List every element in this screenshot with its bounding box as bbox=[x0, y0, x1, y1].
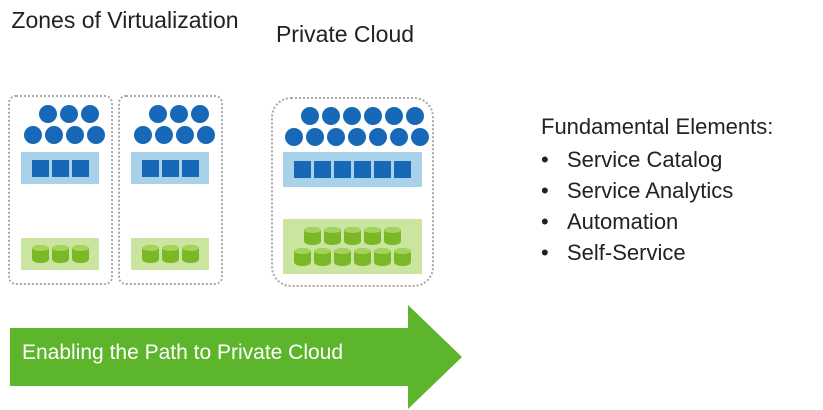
disk-icon bbox=[334, 248, 351, 266]
host-bar bbox=[283, 152, 422, 187]
vm-icon bbox=[342, 107, 361, 125]
arrow-label: Enabling the Path to Private Cloud bbox=[22, 341, 344, 364]
list-item: • Service Analytics bbox=[541, 177, 733, 208]
bullet-icon: • bbox=[541, 209, 549, 234]
disk-icon bbox=[294, 248, 311, 266]
vm-icon bbox=[45, 126, 63, 144]
vm-cluster bbox=[134, 105, 215, 144]
vm-icon bbox=[170, 105, 188, 123]
disk-icon bbox=[314, 248, 331, 266]
host-icon bbox=[334, 161, 351, 178]
vm-icon bbox=[87, 126, 105, 144]
zones-of-virtualization-title: Zones of Virtualization bbox=[11, 7, 239, 33]
vm-icon bbox=[405, 107, 424, 125]
disk-icon bbox=[51, 245, 69, 263]
vm-icon bbox=[176, 126, 194, 144]
list-item: • Service Catalog bbox=[541, 146, 733, 177]
list-item-label: Service Analytics bbox=[567, 178, 734, 203]
vm-icon bbox=[363, 107, 382, 125]
vm-icon bbox=[327, 128, 345, 146]
bullet-icon: • bbox=[541, 147, 549, 172]
list-item: • Automation bbox=[541, 208, 733, 239]
disk-icon bbox=[344, 227, 361, 245]
vm-icon bbox=[66, 126, 84, 144]
vm-icon bbox=[149, 105, 167, 123]
disk-icon bbox=[161, 245, 179, 263]
vm-icon bbox=[300, 107, 319, 125]
disk-icon bbox=[324, 227, 341, 245]
virtualization-zone-panel-1 bbox=[8, 95, 113, 285]
host-icon bbox=[161, 159, 179, 177]
vm-cluster bbox=[24, 105, 105, 144]
disk-icon bbox=[181, 245, 199, 263]
list-item-label: Self-Service bbox=[567, 240, 686, 265]
host-icon bbox=[354, 161, 371, 178]
host-icon bbox=[374, 161, 391, 178]
host-icon bbox=[141, 159, 159, 177]
vm-cluster bbox=[285, 107, 429, 146]
host-icon bbox=[51, 159, 69, 177]
host-icon bbox=[314, 161, 331, 178]
disk-icon bbox=[354, 248, 371, 266]
disk-icon bbox=[31, 245, 49, 263]
host-bar bbox=[21, 152, 99, 184]
host-icon bbox=[294, 161, 311, 178]
disk-icon bbox=[71, 245, 89, 263]
vm-icon bbox=[321, 107, 340, 125]
host-icon bbox=[71, 159, 89, 177]
vm-icon bbox=[390, 128, 408, 146]
private-cloud-panel bbox=[271, 97, 434, 287]
vm-icon bbox=[306, 128, 324, 146]
host-icon bbox=[31, 159, 49, 177]
vm-icon bbox=[134, 126, 152, 144]
disk-icon bbox=[364, 227, 381, 245]
disk-icon bbox=[304, 227, 321, 245]
vm-icon bbox=[191, 105, 209, 123]
host-icon bbox=[181, 159, 199, 177]
private-cloud-title: Private Cloud bbox=[275, 21, 415, 47]
disk-icon bbox=[141, 245, 159, 263]
vm-icon bbox=[411, 128, 429, 146]
vm-icon bbox=[155, 126, 173, 144]
bullet-icon: • bbox=[541, 240, 549, 265]
fundamental-elements-list: • Service Catalog • Service Analytics • Aut… bbox=[541, 146, 733, 270]
list-item: • Self-Service bbox=[541, 239, 733, 270]
disk-icon bbox=[374, 248, 391, 266]
vm-icon bbox=[348, 128, 366, 146]
disk-icon bbox=[384, 227, 401, 245]
fundamental-elements-heading: Fundamental Elements: bbox=[541, 114, 774, 139]
storage-bar bbox=[21, 238, 99, 270]
vm-icon bbox=[24, 126, 42, 144]
list-item-label: Automation bbox=[567, 209, 679, 234]
disk-icon bbox=[394, 248, 411, 266]
host-icon bbox=[394, 161, 411, 178]
vm-icon bbox=[81, 105, 99, 123]
vm-icon bbox=[39, 105, 57, 123]
host-bar bbox=[131, 152, 209, 184]
vm-icon bbox=[369, 128, 387, 146]
vm-icon bbox=[60, 105, 78, 123]
vm-icon bbox=[285, 128, 303, 146]
vm-icon bbox=[384, 107, 403, 125]
storage-bar bbox=[283, 219, 422, 274]
virtualization-zone-panel-2 bbox=[118, 95, 223, 285]
path-arrow: Enabling the Path to Private Cloud bbox=[10, 305, 465, 410]
list-item-label: Service Catalog bbox=[567, 147, 723, 172]
storage-bar bbox=[131, 238, 209, 270]
arrow-shape-icon bbox=[10, 305, 462, 409]
bullet-icon: • bbox=[541, 178, 549, 203]
vm-icon bbox=[197, 126, 215, 144]
